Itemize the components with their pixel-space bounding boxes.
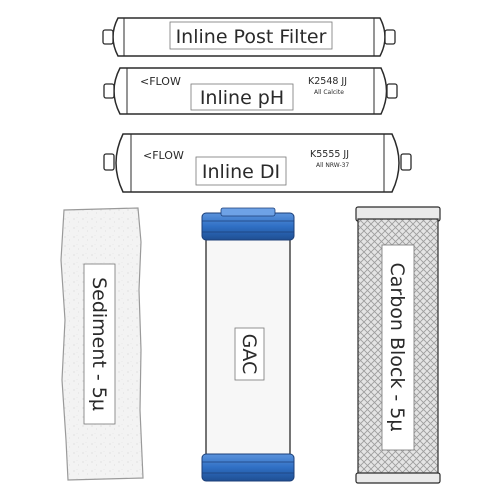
di-label-box (195, 156, 287, 186)
ph-media: All Calcite (314, 89, 344, 96)
carbon-block-cartridge: Carbon Block - 5µ (355, 206, 441, 484)
sediment-label: Sediment - 5µ (88, 277, 110, 411)
gac-cartridge: GAC (201, 207, 295, 482)
carbon-label: Carbon Block - 5µ (386, 263, 408, 432)
post-filter-label: Inline Post Filter (176, 26, 327, 48)
ph-label: Inline pH (200, 87, 284, 109)
ph-code: K2548 JJ (308, 76, 347, 87)
di-media: All NRW-37 (316, 162, 349, 169)
di-flow-label: <FLOW (143, 149, 184, 162)
di-code: K5555 JJ (310, 149, 349, 160)
post-filter-label-box (169, 21, 333, 50)
ph-label-box (190, 83, 294, 111)
carbon-label-box (381, 244, 415, 451)
inline-di-filter: <FLOW Inline DI K5555 JJ All NRW-37 (103, 133, 412, 193)
gac-label-box (234, 327, 265, 381)
gac-label: GAC (238, 334, 260, 375)
ph-flow-label: <FLOW (140, 75, 181, 88)
inline-post-filter: Inline Post Filter (102, 17, 396, 57)
inline-ph-filter: <FLOW Inline pH K2548 JJ All Calcite (103, 67, 398, 115)
sediment-cartridge: Sediment - 5µ (60, 207, 144, 481)
sediment-label-box (83, 263, 116, 425)
di-label: Inline DI (202, 161, 280, 183)
